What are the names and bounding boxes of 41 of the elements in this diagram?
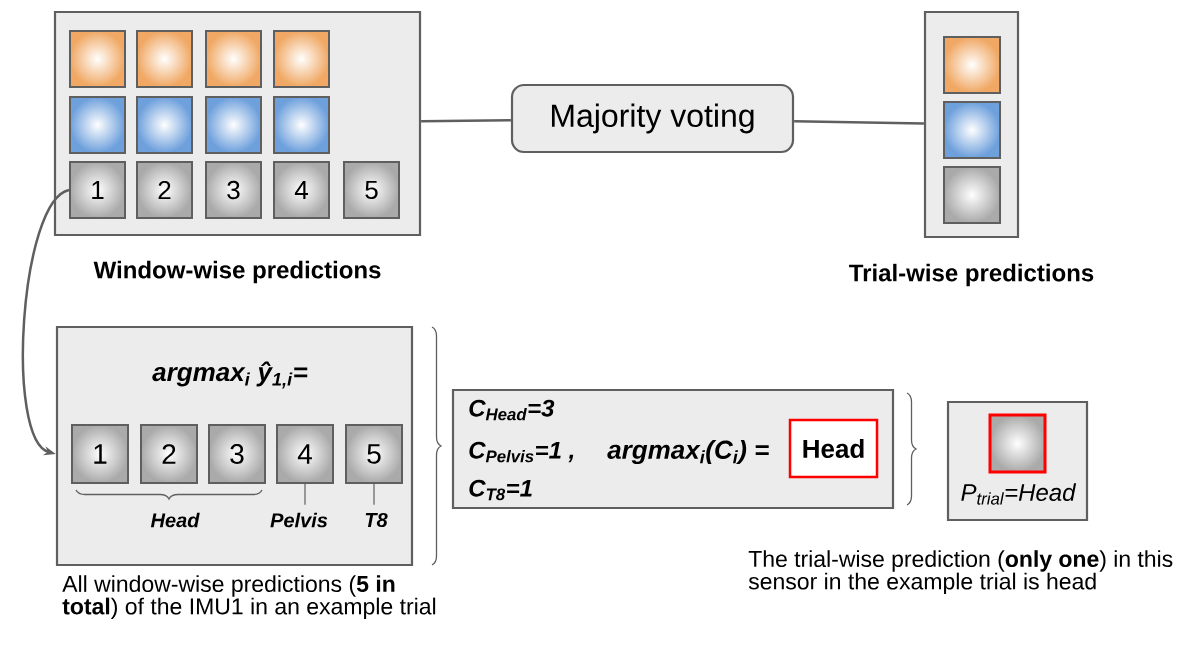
prediction-square: 4 bbox=[276, 424, 334, 484]
formula-text: argmax$_{i}$(C$_{i}$) = bbox=[607, 439, 769, 465]
prediction-square: 1 bbox=[69, 161, 126, 219]
prediction-square bbox=[205, 96, 262, 154]
prediction-square bbox=[69, 96, 126, 154]
prediction-square bbox=[943, 166, 1001, 224]
panel-heading: Trial-wise predictions bbox=[849, 263, 1094, 287]
result-box: Head bbox=[788, 418, 879, 479]
formula-text: P$_{trial}$=Head bbox=[961, 483, 1077, 505]
leader-line bbox=[304, 483, 306, 506]
connector-line bbox=[421, 118, 511, 123]
prediction-square: 2 bbox=[136, 161, 193, 219]
prediction-square bbox=[273, 30, 330, 88]
prediction-square: 5 bbox=[345, 424, 403, 484]
leader-line bbox=[373, 483, 375, 506]
prediction-square bbox=[69, 30, 126, 88]
formula-text: C$_{Pelvis}$=1 , bbox=[469, 441, 574, 463]
prediction-square bbox=[205, 30, 262, 88]
prediction-square: 2 bbox=[140, 424, 198, 484]
prediction-square bbox=[943, 36, 1001, 94]
prediction-square bbox=[136, 30, 193, 88]
prediction-square: 3 bbox=[205, 161, 262, 219]
caption-text: All window-wise predictions (5 in total) of the IMU1 in an example trial bbox=[62, 575, 436, 620]
formula-text: C$_{T8}$=1 bbox=[469, 479, 532, 501]
connector-line bbox=[794, 119, 924, 125]
prediction-square bbox=[943, 101, 1001, 159]
prediction-square: 3 bbox=[208, 424, 266, 484]
panel-heading: Window-wise predictions bbox=[93, 260, 381, 284]
formula-text: argmax$_{i}$ ŷ$_{1,i}$= bbox=[152, 361, 308, 389]
process-box: Majority voting bbox=[510, 83, 795, 154]
part-label: Pelvis bbox=[270, 512, 328, 528]
caption-text: The trial-wise prediction (only one) in this sensor in the example trial is head bbox=[748, 550, 1173, 595]
prediction-square bbox=[273, 96, 330, 154]
prediction-square: 5 bbox=[343, 161, 400, 219]
part-label: T8 bbox=[365, 512, 388, 528]
prediction-square bbox=[988, 413, 1047, 474]
prediction-square: 4 bbox=[273, 161, 330, 219]
formula-text: C$_{Head}$=3 bbox=[469, 399, 555, 421]
prediction-square: 1 bbox=[71, 424, 129, 484]
prediction-square bbox=[136, 96, 193, 154]
part-label: Head bbox=[150, 512, 200, 528]
